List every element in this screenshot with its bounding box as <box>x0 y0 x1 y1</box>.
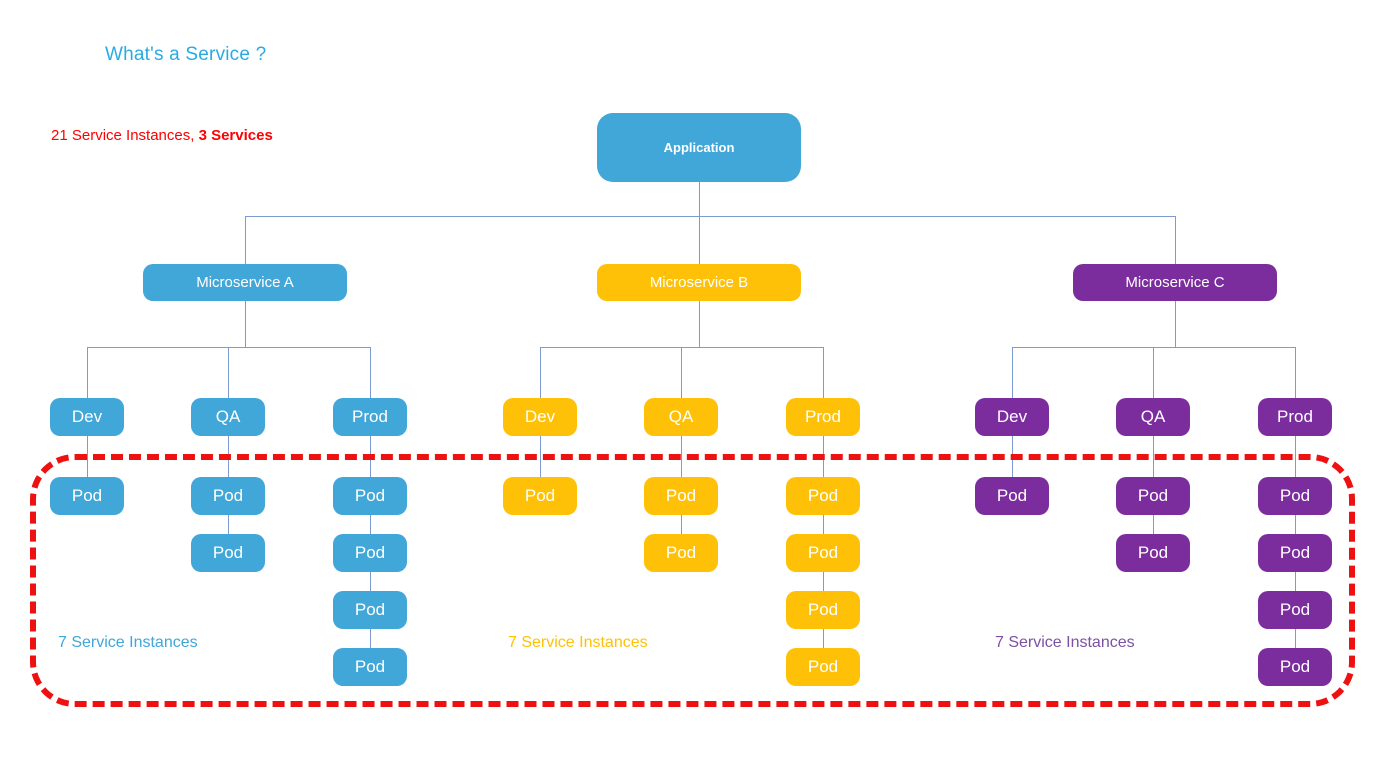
env-box-prod: Prod <box>1258 398 1332 436</box>
pod-box: Pod <box>1258 591 1332 629</box>
instances-count-label: 7 Service Instances <box>508 634 648 651</box>
env-box-qa: QA <box>191 398 265 436</box>
connector-service-drop <box>699 216 700 264</box>
connector-env-drop <box>228 347 229 398</box>
connector-env-drop <box>87 347 88 398</box>
application-box: Application <box>597 113 801 182</box>
env-box-dev: Dev <box>975 398 1049 436</box>
pod-box: Pod <box>503 477 577 515</box>
pod-box: Pod <box>786 591 860 629</box>
connector-env-drop <box>1153 347 1154 398</box>
connector-env-drop <box>823 347 824 398</box>
pod-box: Pod <box>333 648 407 686</box>
connector-root-drop <box>699 182 700 216</box>
service-box: Microservice A <box>143 264 347 301</box>
services-count-bold: 3 Services <box>198 127 273 144</box>
pod-box: Pod <box>191 477 265 515</box>
pod-box: Pod <box>1116 477 1190 515</box>
connector-env-drop <box>1012 347 1013 398</box>
instances-summary-prefix: 21 Service Instances, <box>51 127 199 144</box>
pod-box: Pod <box>191 534 265 572</box>
pod-box: Pod <box>786 477 860 515</box>
pod-box: Pod <box>1258 477 1332 515</box>
pod-box: Pod <box>644 477 718 515</box>
pod-box: Pod <box>975 477 1049 515</box>
service-box: Microservice B <box>597 264 801 301</box>
env-box-qa: QA <box>644 398 718 436</box>
page-title: What's a Service ? <box>105 44 267 65</box>
connector-env-drop <box>540 347 541 398</box>
connector-pod-spine <box>540 436 541 477</box>
pod-box: Pod <box>644 534 718 572</box>
connector-pod-spine <box>1012 436 1013 477</box>
instances-summary: 21 Service Instances, 3 Services <box>51 127 273 144</box>
instances-count-label: 7 Service Instances <box>58 634 198 651</box>
env-box-prod: Prod <box>786 398 860 436</box>
connector-pod-spine <box>87 436 88 477</box>
pod-box: Pod <box>1258 648 1332 686</box>
connector-env-drop <box>370 347 371 398</box>
service-box: Microservice C <box>1073 264 1277 301</box>
pod-box: Pod <box>1258 534 1332 572</box>
env-box-dev: Dev <box>503 398 577 436</box>
connector-service-down <box>699 301 700 347</box>
env-box-qa: QA <box>1116 398 1190 436</box>
pod-box: Pod <box>333 534 407 572</box>
pod-box: Pod <box>786 648 860 686</box>
env-box-dev: Dev <box>50 398 124 436</box>
connector-env-drop <box>681 347 682 398</box>
pod-box: Pod <box>50 477 124 515</box>
connector-level1-rail <box>245 216 1175 217</box>
connector-service-drop <box>1175 216 1176 264</box>
pod-box: Pod <box>786 534 860 572</box>
connector-env-drop <box>1295 347 1296 398</box>
connector-service-down <box>1175 301 1176 347</box>
connector-service-drop <box>245 216 246 264</box>
pod-box: Pod <box>1116 534 1190 572</box>
env-box-prod: Prod <box>333 398 407 436</box>
connector-service-down <box>245 301 246 347</box>
pod-box: Pod <box>333 477 407 515</box>
pod-box: Pod <box>333 591 407 629</box>
instances-count-label: 7 Service Instances <box>995 634 1135 651</box>
